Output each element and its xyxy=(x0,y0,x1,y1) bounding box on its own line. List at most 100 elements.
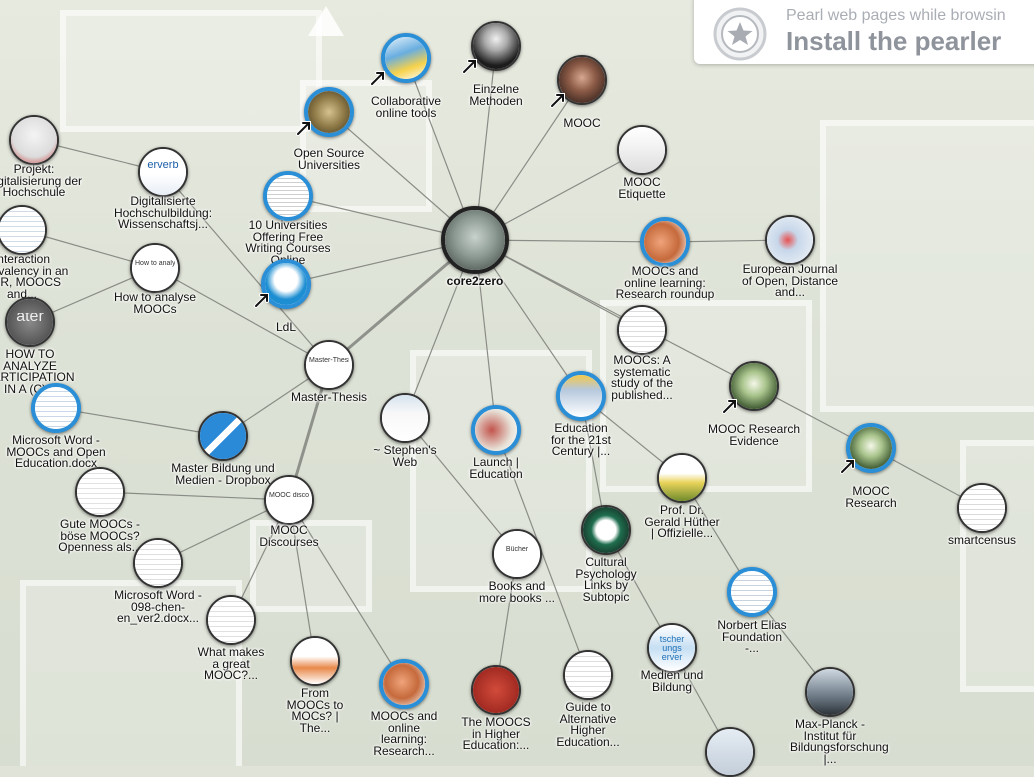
pearl-node-frommoocs[interactable] xyxy=(290,636,340,686)
pearl-node-moocresearchev[interactable] xyxy=(729,361,779,411)
pearl-node-projekt[interactable] xyxy=(9,115,59,165)
pearl-node-stephen[interactable] xyxy=(380,393,430,443)
pearl-node-mooc[interactable] xyxy=(557,55,607,105)
pearl-node-cultural[interactable] xyxy=(581,505,631,555)
pearl-node-european[interactable] xyxy=(765,215,815,265)
pearl-node-books[interactable]: Bücher xyxy=(492,529,542,579)
pearl-node-masterthesis[interactable]: Master-Thesis xyxy=(304,340,354,390)
pearl-node-ldl[interactable] xyxy=(261,259,311,309)
pearl-label-books[interactable]: Books and more books ... xyxy=(478,579,556,605)
pearl-label-profdr[interactable]: Prof. Dr. Gerald Hüther | Offizielle... xyxy=(644,503,720,540)
pearl-link-arrow-icon xyxy=(722,399,737,414)
pearl-node-moocetiquette[interactable] xyxy=(617,125,667,175)
pearl-node-bottomnode[interactable] xyxy=(705,727,755,777)
pearl-label-collab[interactable]: Collaborative online tools xyxy=(370,94,442,120)
pearl-node-smartcensus[interactable] xyxy=(957,483,1007,533)
pearl-node-digitalisierte[interactable]: erverb xyxy=(138,147,188,197)
pearl-node-norbert[interactable] xyxy=(727,567,777,617)
pearl-node-msword098[interactable] xyxy=(133,538,183,588)
pearl-label-digitalisierte[interactable]: Digitalisierte Hochschulbildung: Wissens… xyxy=(113,194,213,231)
pearl-label-interaction[interactable]: Interaction equivalency in an OER, MOOCS… xyxy=(0,252,69,301)
pearl-node-gutemoocs[interactable] xyxy=(75,467,125,517)
pearl-label-themoocs[interactable]: The MOOCS in Higher Education:... xyxy=(461,715,531,752)
pearl-thumbnail xyxy=(565,652,611,698)
pearl-label-stephen[interactable]: ~ Stephen's Web xyxy=(373,443,437,469)
pearl-node-moocdiscourses[interactable]: MOOC discourses xyxy=(264,475,314,525)
pearl-thumbnail xyxy=(140,149,186,195)
pearl-label-cultural[interactable]: Cultural Psychology Links by Subtopic xyxy=(575,555,637,604)
pearl-label-moocresearch[interactable]: MOOC Research xyxy=(845,484,897,510)
edge-masterthesis-digitalisierte xyxy=(162,171,330,366)
pearl-label-edu21[interactable]: Education for the 21st Century |... xyxy=(550,421,612,458)
pearl-label-einzelne[interactable]: Einzelne Methoden xyxy=(469,82,523,108)
pearl-node-moocsonline[interactable] xyxy=(640,217,690,267)
pearl-label-moocsonline2[interactable]: MOOCs and online learning: Research... xyxy=(370,709,438,758)
pearl-node-masterbildung[interactable] xyxy=(198,411,248,461)
pearl-label-guide[interactable]: Guide to Alternative Higher Education... xyxy=(556,700,620,749)
pearl-thumbnail xyxy=(77,469,123,515)
pearltrees-star-icon xyxy=(713,7,767,61)
pearl-thumbnail xyxy=(473,667,519,713)
pearl-node-moocsystematic[interactable] xyxy=(617,305,667,355)
pearl-node-howto[interactable]: How to analyse MOOCs xyxy=(130,243,180,293)
pearl-label-mooc[interactable]: MOOC xyxy=(563,116,601,130)
pearl-thumbnail xyxy=(132,245,178,291)
pearl-thumbnail xyxy=(767,217,813,263)
pearl-node-moocsonline2[interactable] xyxy=(379,659,429,709)
pearl-label-howtoanalyze[interactable]: HOW TO ANALYZE PARTICIPATION IN A (C)... xyxy=(0,347,75,396)
pearl-node-core2zero[interactable] xyxy=(441,206,509,274)
pearl-label-howto[interactable]: How to analyse MOOCs xyxy=(113,290,197,316)
pearl-label-moocetiquette[interactable]: MOOC Etiquette xyxy=(618,175,666,201)
pearl-label-moocresearchev[interactable]: MOOC Research Evidence xyxy=(707,422,801,448)
pearler-install-banner[interactable]: Pearl web pages while browsin Install th… xyxy=(694,0,1034,64)
pearl-label-whatmakes[interactable]: What makes a great MOOC?... xyxy=(197,645,265,682)
pearl-label-frommoocs[interactable]: From MOOCs to MOCs? | The... xyxy=(286,686,344,735)
pearl-label-moocsonline[interactable]: MOOCs and online learning: Research roun… xyxy=(615,264,715,301)
pearl-node-msword[interactable] xyxy=(31,383,81,433)
pearl-label-tenuni[interactable]: 10 Universities Offering Free Writing Co… xyxy=(245,218,331,266)
pearl-thumbnail-text: Master-Thesis xyxy=(309,357,349,364)
pearl-label-ldl[interactable]: LdL xyxy=(275,320,297,334)
pearl-node-launch[interactable] xyxy=(471,405,521,455)
pearl-thumbnail-text: erverb xyxy=(147,161,179,169)
pearl-link-arrow-icon xyxy=(840,459,855,474)
pearl-node-interaction[interactable] xyxy=(0,205,47,255)
pearl-label-launch[interactable]: Launch | Education xyxy=(469,455,523,481)
pearl-label-core2zero[interactable]: core2zero xyxy=(446,274,504,288)
pearl-label-opensource[interactable]: Open Source Universities xyxy=(293,146,365,172)
pearl-label-msword[interactable]: Microsoft Word - MOOCs and Open Educatio… xyxy=(6,433,106,470)
pearl-label-masterthesis[interactable]: Master-Thesis xyxy=(290,390,367,404)
pearl-label-masterbildung[interactable]: Master Bildung und Medien - Dropbox xyxy=(171,461,275,487)
pearl-node-howtoanalyze[interactable]: ater xyxy=(5,297,55,347)
pearl-label-msword098[interactable]: Microsoft Word - 098-chen-en_ver2.docx..… xyxy=(114,588,202,625)
pearl-thumbnail xyxy=(807,669,853,715)
pearl-label-mediennode[interactable]: Medien und Bildung xyxy=(640,668,704,694)
scroll-up-arrow-icon[interactable] xyxy=(306,4,346,38)
pearl-label-maxplanck[interactable]: Max-Planck -Institut für Bildungsforschu… xyxy=(790,717,889,766)
pearl-node-whatmakes[interactable] xyxy=(206,595,256,645)
pearl-node-mediennode[interactable]: tscher ungs erver xyxy=(647,623,697,673)
pearl-label-gutemoocs[interactable]: Gute MOOCs - böse MOOCs? Openness als... xyxy=(58,517,142,554)
pearl-node-edu21[interactable] xyxy=(556,371,606,421)
pearl-node-maxplanck[interactable] xyxy=(805,667,855,717)
pearl-thumbnail xyxy=(659,455,705,501)
pearl-label-moocsystematic[interactable]: MOOCs: A systematic study of the publish… xyxy=(610,353,674,402)
pearl-node-opensource[interactable] xyxy=(304,87,354,137)
pearl-thumbnail-text: MOOC discourses xyxy=(269,492,309,499)
pearl-node-profdr[interactable] xyxy=(657,453,707,503)
pearl-label-smartcensus[interactable]: smartcensus xyxy=(947,533,1017,547)
banner-install-link[interactable]: Install the pearler xyxy=(786,26,1002,56)
pearl-thumbnail xyxy=(494,531,540,577)
pearl-node-themoocs[interactable] xyxy=(471,665,521,715)
pearl-thumbnail xyxy=(619,127,665,173)
pearl-thumbnail xyxy=(731,363,777,409)
pearl-label-moocdiscourses[interactable]: MOOC Discourses xyxy=(259,523,319,549)
pearl-node-guide[interactable] xyxy=(563,650,613,700)
pearl-node-einzelne[interactable] xyxy=(471,21,521,71)
pearl-thumbnail xyxy=(445,210,505,270)
pearl-label-norbert[interactable]: Norbert Elias Foundation -... xyxy=(717,618,787,655)
pearl-node-collab[interactable] xyxy=(381,33,431,83)
pearl-label-projekt[interactable]: Projekt: Digitalisierung der Hochschule xyxy=(0,162,83,199)
pearl-label-european[interactable]: European Journal of Open, Distance and..… xyxy=(741,262,839,299)
pearl-node-tenuni[interactable] xyxy=(263,171,313,221)
